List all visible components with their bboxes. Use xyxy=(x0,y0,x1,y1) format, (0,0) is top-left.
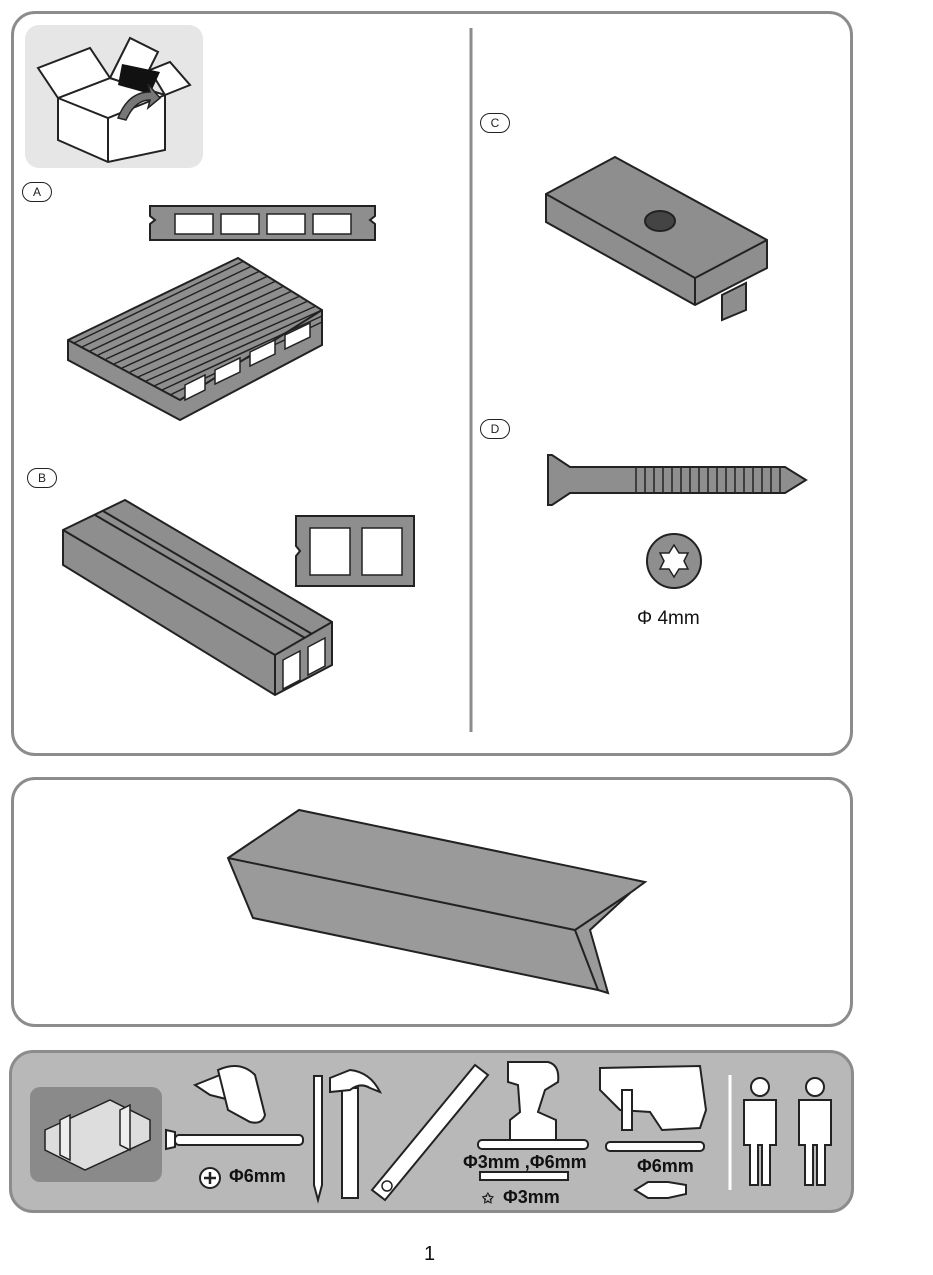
drill-bit-diameters: Φ3mm ,Φ6mm xyxy=(463,1152,587,1172)
torx-bit-diameter: Φ3mm xyxy=(503,1187,560,1207)
fixing-clip xyxy=(545,155,768,322)
part-label-b: B xyxy=(27,468,57,488)
open-box-icon xyxy=(25,25,203,168)
parts-panel xyxy=(11,11,853,756)
part-label-c: C xyxy=(480,113,510,133)
hammer-drill-bit-diameter: Φ6mm xyxy=(637,1156,694,1176)
page-number: 1 xyxy=(424,1243,436,1265)
tape-measure-icon xyxy=(192,1065,267,1124)
spirit-level-icon xyxy=(370,1063,490,1202)
pencil-icon xyxy=(313,1075,323,1204)
torx-head-icon xyxy=(646,533,702,589)
torx-bit-icon: ✩ xyxy=(482,1190,494,1206)
deck-board xyxy=(67,256,323,422)
clip-install-icon xyxy=(30,1087,162,1182)
hammer-icon xyxy=(329,1068,383,1199)
corner-trim-panel xyxy=(11,777,853,1027)
screw xyxy=(547,454,808,506)
phillips-icon xyxy=(199,1167,221,1189)
deck-board-profile xyxy=(149,205,376,241)
joist-profile xyxy=(295,515,415,587)
hammer-drill-icon xyxy=(599,1064,708,1199)
corner-trim xyxy=(226,808,648,995)
plug-diameter: Φ6mm xyxy=(229,1166,286,1186)
two-persons-icon xyxy=(743,1077,832,1186)
part-label-a: A xyxy=(22,182,52,202)
part-label-d: D xyxy=(480,419,510,439)
cordless-drill-icon xyxy=(477,1061,589,1181)
joist xyxy=(62,498,333,697)
screw-diameter: Φ 4mm xyxy=(637,608,700,629)
wall-plug-icon xyxy=(165,1128,304,1151)
